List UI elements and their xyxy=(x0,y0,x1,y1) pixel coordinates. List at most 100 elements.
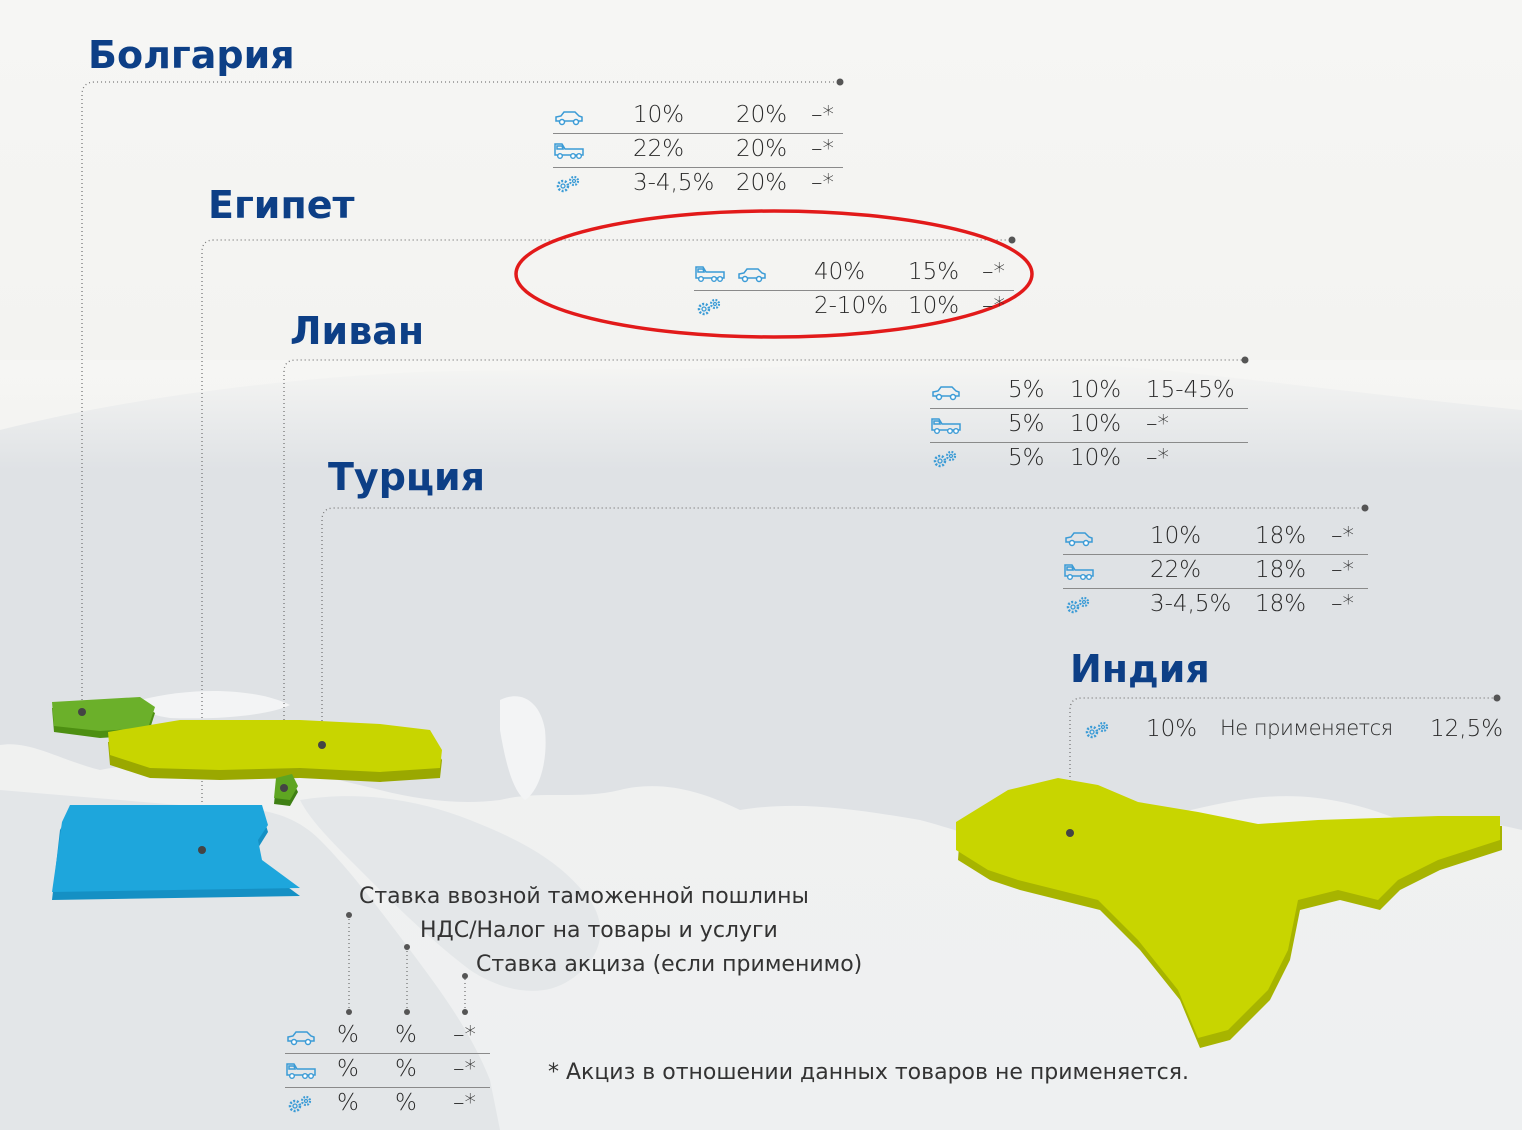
country-title-bulgaria: Болгария xyxy=(88,33,295,77)
truck-icon xyxy=(554,143,584,159)
table-row: 5% 10% –* xyxy=(930,409,1248,443)
rate-value: –* xyxy=(982,293,1005,319)
table-row: 22% 18% –* xyxy=(1063,555,1368,589)
eurasia-landmass xyxy=(0,359,1522,843)
legend-line-excise: Ставка акциза (если применимо) xyxy=(476,952,863,977)
rate-value: –* xyxy=(1331,523,1354,549)
legend-line-duty: Ставка ввозной таможенной пошлины xyxy=(359,884,809,909)
table-row: 5% 10% –* xyxy=(930,443,1248,477)
table-row: % % –* xyxy=(285,1088,490,1122)
rate-value: 40% xyxy=(814,259,866,285)
truck-icon xyxy=(695,266,725,282)
gears-icon xyxy=(1085,721,1109,739)
table-row: % % –* xyxy=(285,1054,490,1088)
gears-icon xyxy=(697,298,721,316)
country-egypt xyxy=(52,805,300,900)
rate-value: 10% xyxy=(633,102,685,128)
table-row: 10% 20% –* xyxy=(553,100,843,134)
rate-value: 15-45% xyxy=(1146,377,1235,403)
rate-value: –* xyxy=(453,1090,476,1116)
truck-icon xyxy=(931,418,961,434)
rates-table-bulgaria: 10% 20% –* 22% 20% –* 3-4,5% 20% –* xyxy=(553,100,843,202)
rate-value: –* xyxy=(811,170,834,196)
table-row: 10% 18% –* xyxy=(1063,521,1368,555)
rate-value: 20% xyxy=(736,170,788,196)
rate-value: 5% xyxy=(1008,377,1045,403)
gears-icon xyxy=(556,175,580,193)
rate-value: 18% xyxy=(1255,557,1307,583)
rate-value: 10% xyxy=(1070,411,1122,437)
footnote: * Акциз в отношении данных товаров не пр… xyxy=(548,1060,1189,1085)
black-sea xyxy=(140,690,290,719)
rate-value: 12,5% xyxy=(1430,716,1504,742)
rate-value: 18% xyxy=(1255,523,1307,549)
legend-table: % % –* % % –* % % –* xyxy=(285,1020,490,1122)
country-title-egypt: Египет xyxy=(208,183,355,227)
rate-value: 20% xyxy=(736,136,788,162)
truck-icon xyxy=(1064,564,1094,580)
country-title-lebanon: Ливан xyxy=(290,309,425,353)
rate-value: –* xyxy=(811,136,834,162)
truck-icon xyxy=(286,1063,316,1079)
rate-value: 22% xyxy=(633,136,685,162)
rate-value: % xyxy=(395,1090,417,1116)
leader-dots xyxy=(346,78,1501,1015)
country-turkey xyxy=(108,720,442,782)
rate-value: 22% xyxy=(1150,557,1202,583)
rate-value: 3-4,5% xyxy=(1150,591,1232,617)
country-title-india: Индия xyxy=(1070,647,1210,691)
rate-value: –* xyxy=(1331,557,1354,583)
rates-table-turkey: 10% 18% –* 22% 18% –* 3-4,5% 18% –* xyxy=(1063,521,1368,623)
country-title-turkey: Турция xyxy=(328,455,486,499)
rate-value: 10% xyxy=(1070,377,1122,403)
rate-value: 15% xyxy=(908,259,960,285)
rates-table-india: 10% Не применяется 12,5% xyxy=(1082,714,1507,748)
rate-value: –* xyxy=(1146,445,1169,471)
country-dots xyxy=(78,708,1074,854)
table-row: 3-4,5% 20% –* xyxy=(553,168,843,202)
rate-value: % xyxy=(337,1090,359,1116)
caspian-sea xyxy=(500,696,546,800)
arabia-landmass xyxy=(300,796,601,991)
rate-value: Не применяется xyxy=(1220,716,1393,740)
rate-value: % xyxy=(395,1056,417,1082)
gears-icon xyxy=(288,1095,312,1113)
car-icon xyxy=(287,1031,315,1046)
table-row: 40% 15% –* xyxy=(694,257,1014,291)
rate-value: –* xyxy=(1331,591,1354,617)
rate-value: –* xyxy=(811,102,834,128)
rate-value: 18% xyxy=(1255,591,1307,617)
rate-value: 5% xyxy=(1008,445,1045,471)
car-icon xyxy=(555,111,583,126)
rate-value: –* xyxy=(982,259,1005,285)
rate-value: 3-4,5% xyxy=(633,170,715,196)
rate-value: –* xyxy=(453,1056,476,1082)
rate-value: 10% xyxy=(1070,445,1122,471)
rate-value: –* xyxy=(453,1022,476,1048)
table-row: 5% 10% 15-45% xyxy=(930,375,1248,409)
rate-value: % xyxy=(395,1022,417,1048)
gears-icon xyxy=(1066,596,1090,614)
rate-value: 5% xyxy=(1008,411,1045,437)
rate-value: 2-10% xyxy=(814,293,889,319)
country-india xyxy=(956,778,1502,1048)
car-icon xyxy=(932,386,960,401)
table-row: 10% Не применяется 12,5% xyxy=(1082,714,1507,748)
table-row: 2-10% 10% –* xyxy=(694,291,1014,325)
gears-icon xyxy=(933,450,957,468)
table-row: 3-4,5% 18% –* xyxy=(1063,589,1368,623)
rate-value: 20% xyxy=(736,102,788,128)
table-row: 22% 20% –* xyxy=(553,134,843,168)
highlight-ellipse xyxy=(514,209,1034,339)
table-row: % % –* xyxy=(285,1020,490,1054)
rate-value: 10% xyxy=(908,293,960,319)
rate-value: –* xyxy=(1146,411,1169,437)
rate-value: 10% xyxy=(1146,716,1198,742)
rates-table-egypt: 40% 15% –* 2-10% 10% –* xyxy=(694,257,1014,325)
rate-value: 10% xyxy=(1150,523,1202,549)
rate-value: % xyxy=(337,1022,359,1048)
car-icon xyxy=(1065,532,1093,547)
car-icon xyxy=(738,268,766,283)
